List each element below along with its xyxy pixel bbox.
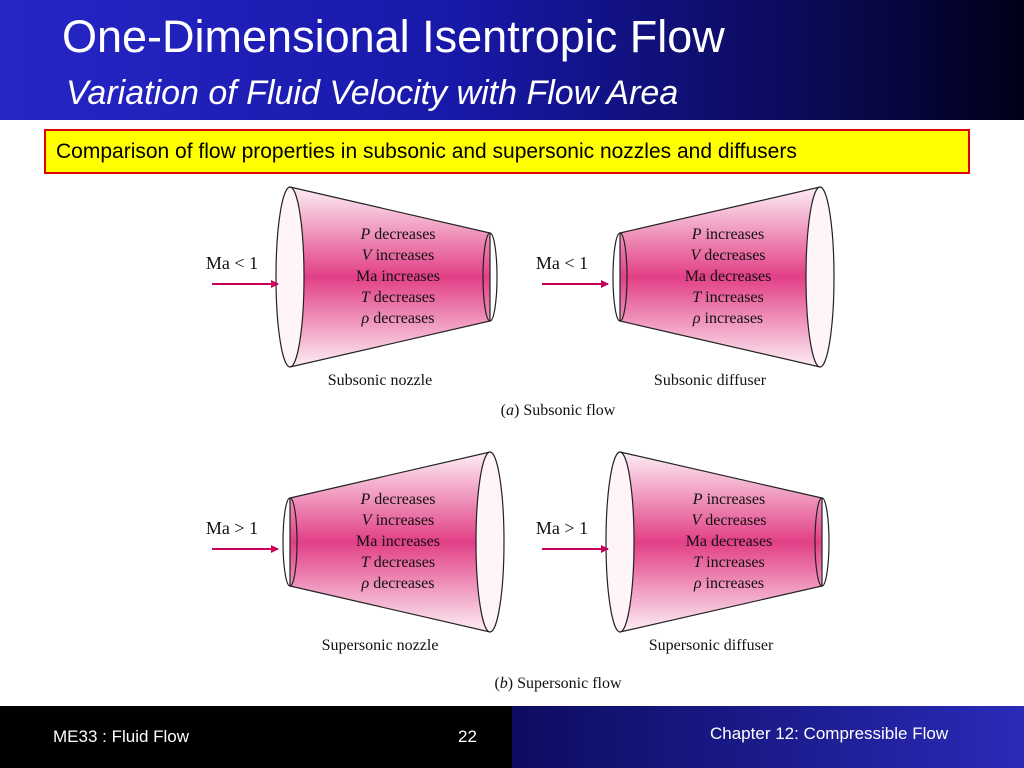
slide-subtitle: Variation of Fluid Velocity with Flow Ar… xyxy=(66,74,679,112)
property-ma: Ma decreases xyxy=(685,268,772,285)
mach-label: Ma > 1 xyxy=(206,518,258,538)
caption-subsonic-flow: (a) Subsonic flow xyxy=(501,402,616,419)
property-v: V increases xyxy=(362,512,434,529)
callout-box: Comparison of flow properties in subsoni… xyxy=(44,129,970,174)
property-t: T decreases xyxy=(361,554,435,571)
duct-inlet-rim xyxy=(612,232,628,322)
property-rho: ρ increases xyxy=(692,310,763,327)
course-label: ME33 : Fluid Flow xyxy=(53,727,190,746)
slide-title: One-Dimensional Isentropic Flow xyxy=(62,11,725,62)
caption-supersonic-flow: (b) Supersonic flow xyxy=(494,675,622,692)
duct-outlet-rim xyxy=(814,497,830,587)
chapter-label: Chapter 12: Compressible Flow xyxy=(710,724,949,743)
device-label: Subsonic diffuser xyxy=(654,372,767,389)
property-ma: Ma increases xyxy=(356,533,440,550)
property-v: V increases xyxy=(362,247,434,264)
property-rho: ρ increases xyxy=(693,575,764,592)
device-subsonic-nozzle: P decreases V increases Ma increases T decr… xyxy=(206,186,498,389)
duct-outlet-rim xyxy=(805,186,835,368)
device-supersonic-diffuser: P increases V decreases Ma decreases T incr… xyxy=(536,451,830,654)
property-t: T decreases xyxy=(361,289,435,306)
property-p: P decreases xyxy=(359,226,435,243)
property-p: P decreases xyxy=(359,491,435,508)
page-number: 22 xyxy=(458,727,477,746)
property-p: P increases xyxy=(691,226,764,243)
mach-label: Ma > 1 xyxy=(536,518,588,538)
property-rho: ρ decreases xyxy=(361,575,435,592)
property-t: T increases xyxy=(693,554,765,571)
footer-left-bar xyxy=(0,706,512,768)
footer-right-bar xyxy=(512,706,1024,768)
device-label: Subsonic nozzle xyxy=(328,372,432,389)
property-ma: Ma decreases xyxy=(686,533,773,550)
duct-outlet-rim xyxy=(475,451,505,633)
property-t: T increases xyxy=(692,289,764,306)
mach-label: Ma < 1 xyxy=(536,253,588,273)
duct-inlet-rim xyxy=(605,451,635,633)
duct-inlet-rim xyxy=(282,497,298,587)
nozzle-diffuser-figure: P decreases V increases Ma increases T decr… xyxy=(206,186,835,692)
duct-inlet-rim xyxy=(275,186,305,368)
device-subsonic-diffuser: P increases V decreases Ma decreases T incr… xyxy=(536,186,835,389)
title-bar xyxy=(0,0,1024,120)
property-ma: Ma increases xyxy=(356,268,440,285)
duct-outlet-rim xyxy=(482,232,498,322)
property-p: P increases xyxy=(692,491,765,508)
device-label: Supersonic diffuser xyxy=(649,637,774,654)
device-supersonic-nozzle: P decreases V increases Ma increases T decr… xyxy=(206,451,505,654)
device-label: Supersonic nozzle xyxy=(322,637,439,654)
property-v: V decreases xyxy=(691,512,766,529)
devices-layer: P decreases V increases Ma increases T decr… xyxy=(206,186,835,654)
mach-label: Ma < 1 xyxy=(206,253,258,273)
property-rho: ρ decreases xyxy=(361,310,435,327)
property-v: V decreases xyxy=(690,247,765,264)
